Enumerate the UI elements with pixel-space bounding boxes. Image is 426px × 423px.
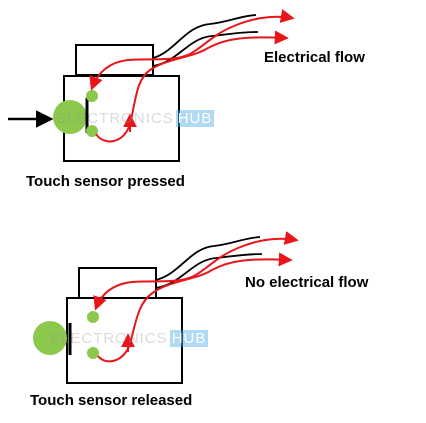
released-contact-top xyxy=(87,311,99,323)
watermark-badge: HUB xyxy=(175,110,215,127)
watermark-text: ELECTRONICS xyxy=(56,110,174,127)
released-sensor-panel xyxy=(33,231,299,384)
released-current-out xyxy=(97,252,293,363)
watermark-badge: HUB xyxy=(169,330,209,347)
released-current-in xyxy=(93,231,299,311)
bottom-caption: Touch sensor released xyxy=(30,392,193,409)
released-touch-pad xyxy=(33,321,67,355)
released-sensor-connector xyxy=(78,267,157,299)
pressed-contact-bottom xyxy=(86,125,98,137)
top-caption: Touch sensor pressed xyxy=(26,173,185,190)
pressed-current-in xyxy=(89,9,295,91)
watermark-text: ELECTRONICS xyxy=(50,330,168,347)
pressed-contact-top xyxy=(86,90,98,102)
pressed-sensor-panel xyxy=(8,9,295,162)
top-flow-label: Electrical flow xyxy=(264,49,365,66)
bottom-flow-label: No electrical flow xyxy=(245,274,369,291)
pressed-touch-pad xyxy=(53,100,87,134)
released-contact-bottom xyxy=(87,347,99,359)
pressed-current-out xyxy=(95,30,289,143)
